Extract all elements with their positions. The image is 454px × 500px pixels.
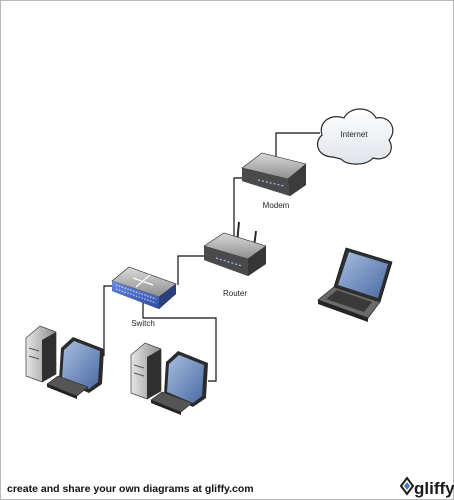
connector-switch-pc2 (142, 302, 217, 382)
connector-modem-router (233, 177, 243, 237)
connector-switch-pc1 (103, 285, 112, 356)
gliffy-brand: gliffy (414, 479, 454, 498)
connector-internet-modem (275, 132, 320, 163)
switch-icon (111, 266, 177, 309)
gliffy-logo-icon (399, 476, 415, 496)
switch-label: Switch (131, 319, 155, 328)
internet-label: Internet (340, 130, 368, 139)
router-icon (203, 221, 267, 276)
connector-router-switch (177, 255, 204, 285)
internet-cloud-icon (316, 108, 394, 165)
modem-label: Modem (263, 201, 290, 210)
desktop-computer-2-icon (130, 342, 208, 415)
router-label: Router (223, 289, 247, 298)
modem-icon (241, 152, 307, 196)
laptop-icon (317, 247, 393, 322)
desktop-computer-1-icon (25, 325, 104, 399)
connectors (103, 132, 320, 382)
footer-caption: create and share your own diagrams at gl… (7, 483, 254, 495)
